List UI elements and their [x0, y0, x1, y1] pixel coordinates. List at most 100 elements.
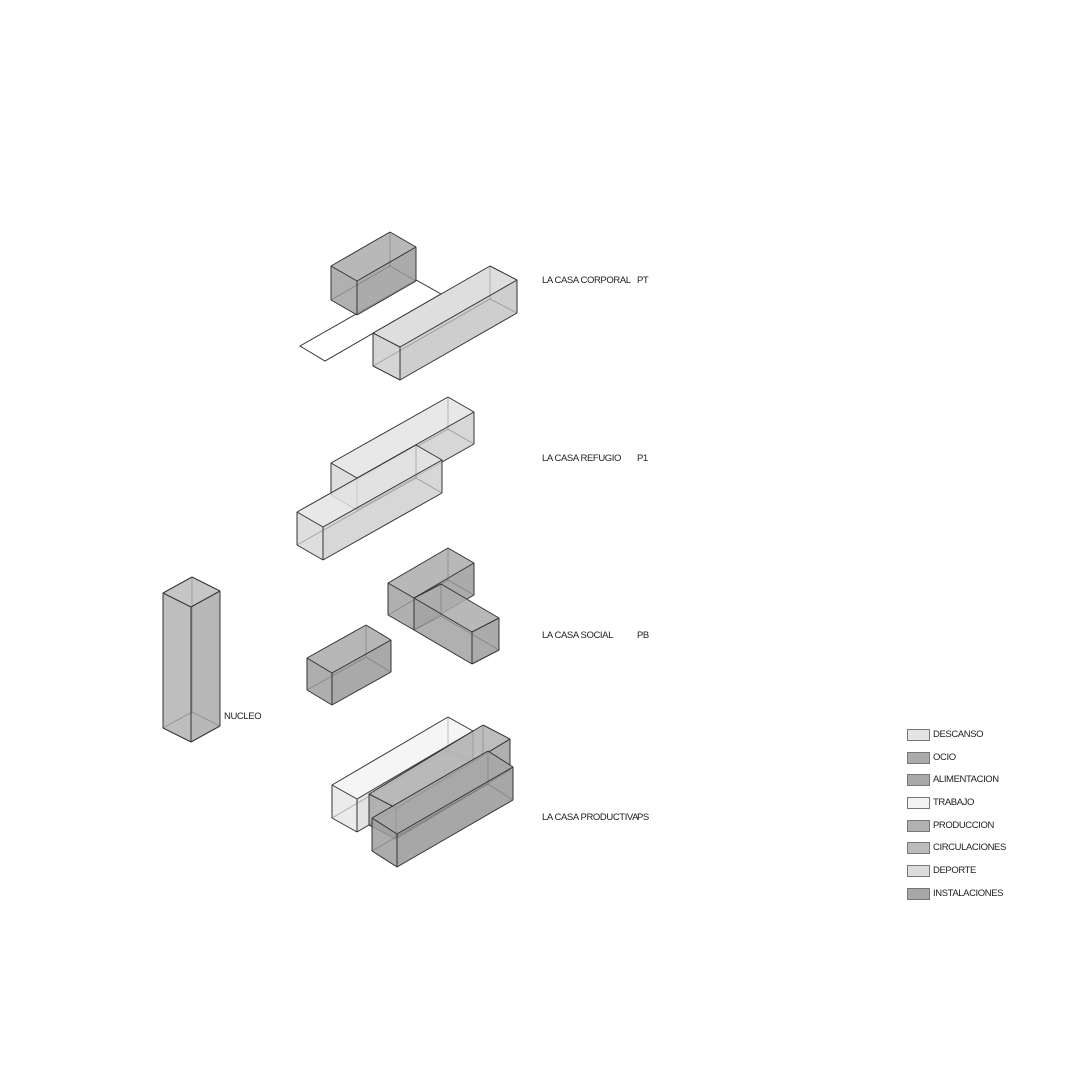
volume-side-face [191, 591, 220, 742]
level-label-p1: LA CASA REFUGIO [542, 453, 621, 464]
edge [162, 576, 193, 594]
volume-nucleo [162, 576, 221, 743]
hidden-edge [162, 711, 193, 729]
level-code-pb: PB [637, 630, 649, 641]
legend-label: ALIMENTACION [933, 774, 999, 786]
volume-front-face [331, 266, 357, 315]
edge [330, 396, 449, 464]
edge [190, 725, 221, 743]
edge [399, 279, 518, 348]
edge [306, 624, 367, 659]
edge [487, 750, 514, 768]
level-label-pb: LA CASA SOCIAL [542, 630, 613, 641]
edge [162, 592, 192, 608]
edge [413, 629, 473, 665]
hidden-edge [191, 711, 221, 727]
edge [296, 444, 417, 513]
edge [296, 544, 324, 561]
edge [356, 280, 417, 316]
hidden-edge [415, 477, 443, 494]
edge [413, 562, 475, 599]
volume-side-face [400, 280, 517, 380]
edge [330, 299, 358, 316]
edge [330, 231, 391, 267]
edge [356, 246, 417, 282]
volume-ocio [330, 231, 417, 316]
volume-front-face [414, 598, 472, 664]
edge [372, 332, 401, 348]
volume-body [372, 751, 513, 867]
volume-side-face [332, 640, 391, 705]
hidden-edge [447, 579, 475, 596]
edge [306, 657, 333, 674]
hidden-edge [413, 615, 442, 631]
edge [471, 617, 500, 633]
edge [331, 716, 449, 786]
edge [322, 492, 443, 561]
level-code-pt: PT [637, 275, 649, 286]
hidden-edge [371, 783, 489, 852]
edge [389, 231, 417, 248]
edge [306, 689, 333, 706]
volume-body [307, 625, 391, 705]
edge [387, 547, 449, 584]
legend-label: TRABAJO [933, 797, 975, 809]
hidden-edge [330, 265, 391, 301]
volume-front-face [297, 512, 323, 560]
edge [471, 649, 500, 665]
legend-swatch [907, 865, 930, 878]
level-code-p1: P1 [637, 453, 648, 464]
legend-swatch [907, 729, 930, 741]
edge [387, 582, 415, 599]
core-label: NUCLEO [224, 711, 262, 722]
hidden-edge [296, 477, 417, 546]
edge [331, 639, 392, 674]
legend-label: INSTALACIONES [933, 887, 1004, 899]
legend-swatch [907, 751, 930, 764]
volume-instalaciones [371, 750, 514, 868]
edge [396, 799, 514, 868]
edge [331, 784, 358, 800]
edge [415, 444, 443, 461]
hidden-edge [389, 265, 417, 282]
volume-front-face [373, 333, 400, 380]
edge [447, 716, 474, 732]
level-label-ps: LA CASA PRODUCTIVA [542, 812, 639, 823]
hidden-edge [306, 656, 367, 691]
edge [372, 265, 491, 334]
edge [330, 265, 358, 282]
volume-refugio-lower [296, 444, 443, 561]
legend-label: OCIO [933, 751, 956, 763]
edge [190, 590, 221, 608]
volume-body [331, 232, 416, 315]
legend-swatch [907, 887, 930, 900]
edge [191, 576, 221, 592]
edge [330, 462, 358, 479]
volume-side-face [397, 767, 513, 867]
legend-swatch [907, 819, 930, 832]
edge [162, 727, 192, 743]
edge [371, 750, 489, 819]
edge [489, 265, 518, 281]
edge [447, 547, 475, 564]
edge [331, 671, 392, 706]
edge [399, 312, 518, 381]
level-code-ps: PS [637, 812, 649, 823]
volume-social-small [306, 624, 392, 706]
edge [387, 614, 415, 631]
edge [440, 583, 500, 619]
legend-swatch [907, 774, 930, 787]
volume-body [373, 266, 517, 380]
edge [296, 511, 324, 528]
legend-swatch [907, 797, 930, 810]
legend-label: CIRCULACIONES [933, 842, 1006, 854]
volume-side-face [323, 460, 442, 560]
edge [368, 793, 397, 809]
hidden-edge [489, 298, 518, 314]
volume-social-l-lower [413, 583, 500, 665]
edge [413, 583, 442, 599]
legend-label: PRODUCCION [933, 819, 994, 831]
edge [413, 597, 473, 633]
edge [371, 850, 398, 868]
